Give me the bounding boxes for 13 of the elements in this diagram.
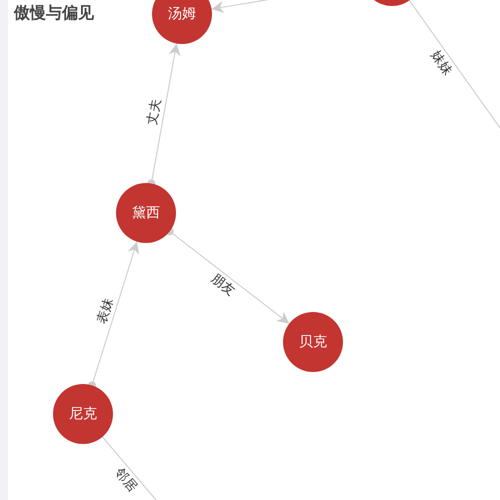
arrow [166,227,290,324]
character-circle [152,0,212,44]
character-name: 贝克 [299,333,327,351]
edge-label: 妹妹 [426,48,456,80]
character-name: 黛西 [132,204,160,222]
edge-label: 朋友 [208,270,239,300]
character-name: 尼克 [69,405,97,423]
character-name: 汤姆 [168,5,196,23]
edge-label: 表妹 [93,295,118,326]
edge-label: 丈夫 [144,97,166,126]
title: 傲慢与偏见 [14,3,94,24]
edge-label: 邻居 [110,464,141,496]
arrow [88,241,140,390]
